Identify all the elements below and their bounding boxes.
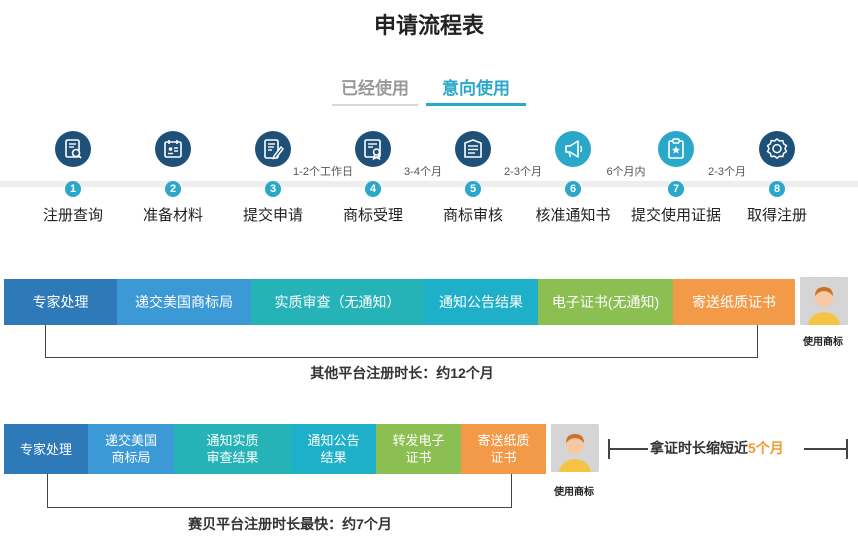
bar-publication-result: 通知公告结果 bbox=[424, 279, 538, 325]
step-number: 1 bbox=[65, 181, 81, 197]
bar-paper-certificate: 寄送纸质证书 bbox=[461, 424, 546, 474]
duration-3-4: 1-2个工作日 bbox=[293, 166, 353, 178]
megaphone-icon bbox=[555, 131, 591, 167]
bar-paper-certificate: 寄送纸质证书 bbox=[673, 279, 795, 325]
step-number: 5 bbox=[465, 181, 481, 197]
avatar bbox=[551, 424, 599, 472]
shortened-note: 拿证时长缩短近5个月 bbox=[608, 437, 848, 461]
use-trademark-label: 使用商标 bbox=[554, 487, 594, 498]
saibei-platform-caption: 赛贝平台注册时长最快：约7个月 bbox=[188, 516, 392, 532]
review-doc-icon bbox=[455, 131, 491, 167]
avatar bbox=[800, 277, 848, 325]
duration-7-8: 2-3个月 bbox=[708, 166, 746, 178]
step-label: 取得注册 bbox=[746, 207, 807, 224]
duration-bracket bbox=[45, 325, 758, 358]
step-label: 提交申请 bbox=[242, 207, 303, 224]
duration-5-6: 2-3个月 bbox=[504, 166, 542, 178]
tab-already-used[interactable]: 已经使用 bbox=[332, 76, 418, 106]
bar-e-certificate: 电子证书(无通知) bbox=[538, 279, 673, 325]
tab-bar: 已经使用 意向使用 bbox=[322, 76, 532, 106]
duration-4-5: 3-4个月 bbox=[404, 166, 442, 178]
step-label: 注册查询 bbox=[42, 207, 103, 224]
bar-submit-uspto: 递交美国商标局 bbox=[117, 279, 251, 325]
step-number: 8 bbox=[769, 181, 785, 197]
use-trademark-label: 使用商标 bbox=[803, 337, 843, 348]
note-prefix: 拿证时长缩短近 bbox=[650, 440, 748, 456]
bar-publication-result: 通知公告结果 bbox=[291, 424, 376, 474]
clipboard-star-icon bbox=[658, 131, 694, 167]
note-highlight: 5个月 bbox=[748, 440, 784, 456]
other-platform-caption: 其他平台注册时长：约12个月 bbox=[310, 365, 494, 381]
step-label: 核准通知书 bbox=[535, 207, 611, 224]
duration-6-7: 6个月内 bbox=[606, 166, 646, 178]
person-icon bbox=[800, 277, 848, 325]
step-label: 准备材料 bbox=[142, 207, 203, 224]
person-icon bbox=[551, 424, 599, 472]
step-number: 4 bbox=[365, 181, 381, 197]
step-number: 2 bbox=[165, 181, 181, 197]
page-title: 申请流程表 bbox=[373, 13, 484, 38]
badge-icon bbox=[759, 131, 795, 167]
certificate-icon bbox=[355, 131, 391, 167]
step-label: 提交使用证据 bbox=[630, 207, 721, 224]
edit-doc-icon bbox=[255, 131, 291, 167]
calendar-id-icon bbox=[155, 131, 191, 167]
bar-submit-uspto: 递交美国商标局 bbox=[88, 424, 174, 474]
duration-bracket bbox=[47, 474, 512, 508]
bar-substantive-exam-result: 通知实质审查结果 bbox=[174, 424, 291, 474]
bar-forward-e-certificate: 转发电子证书 bbox=[376, 424, 461, 474]
bar-substantive-exam: 实质审查（无通知） bbox=[251, 279, 424, 325]
bar-expert-handling: 专家处理 bbox=[4, 279, 117, 325]
step-number: 6 bbox=[565, 181, 581, 197]
step-label: 商标受理 bbox=[342, 207, 403, 224]
step-number: 7 bbox=[668, 181, 684, 197]
bar-expert-handling: 专家处理 bbox=[4, 424, 88, 474]
tab-intend-to-use[interactable]: 意向使用 bbox=[426, 76, 526, 106]
process-track bbox=[0, 181, 858, 187]
search-doc-icon bbox=[55, 131, 91, 167]
step-number: 3 bbox=[265, 181, 281, 197]
step-label: 商标审核 bbox=[442, 207, 503, 224]
